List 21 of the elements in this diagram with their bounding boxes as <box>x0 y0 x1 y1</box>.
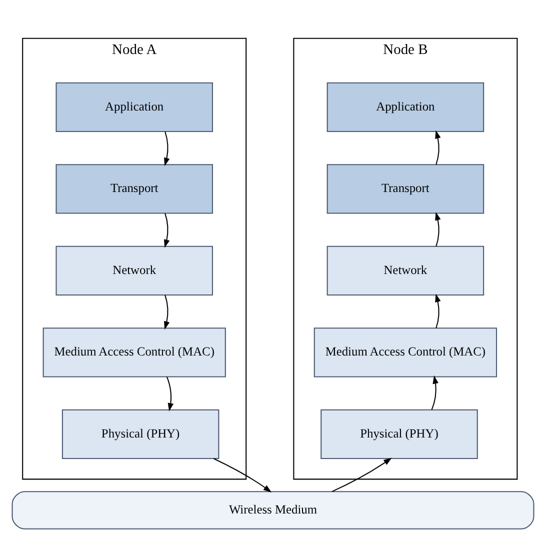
arrow <box>435 212 441 247</box>
arrow <box>332 458 392 492</box>
arrow <box>435 294 441 328</box>
arrow <box>164 295 170 330</box>
node-box: Transport <box>326 164 484 214</box>
node-box: Application <box>56 82 213 132</box>
node-box: Medium Access Control (MAC) <box>42 328 226 378</box>
node-box: Network <box>56 246 213 296</box>
node-box: Medium Access Control (MAC) <box>314 328 498 378</box>
node-box: Network <box>326 246 484 296</box>
node-box: Wireless Medium <box>12 491 534 530</box>
arrow <box>164 132 170 166</box>
arrow <box>431 375 438 410</box>
node-box: Physical (PHY) <box>62 409 220 460</box>
node-box: Transport <box>56 164 213 214</box>
arrow <box>166 376 174 412</box>
arrow <box>214 458 272 492</box>
node-box: Physical (PHY) <box>320 409 478 460</box>
node-box: Application <box>326 82 484 132</box>
arrow <box>164 213 170 248</box>
arrow <box>435 130 441 165</box>
